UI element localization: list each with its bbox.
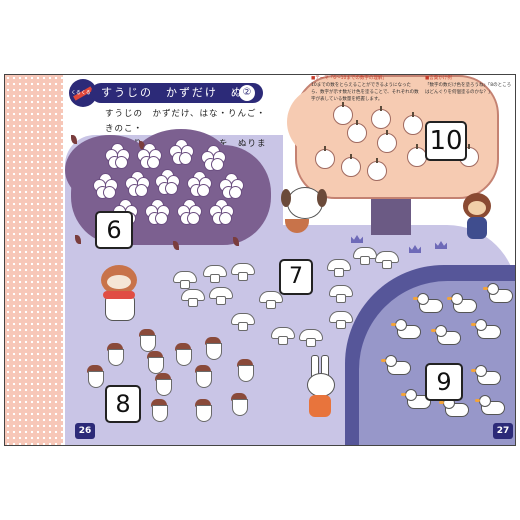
- acorn[interactable]: [175, 343, 192, 366]
- crown-decoration: [351, 235, 363, 243]
- mushroom[interactable]: [231, 263, 255, 281]
- monkey-character: [457, 193, 497, 243]
- falling-leaf: [233, 237, 239, 246]
- duck[interactable]: [413, 293, 443, 313]
- mushroom[interactable]: [329, 285, 353, 303]
- rabbit-character: [303, 355, 337, 421]
- flower[interactable]: [209, 199, 234, 225]
- duck[interactable]: [381, 355, 411, 375]
- page-number-right: 27: [493, 423, 513, 439]
- apple[interactable]: [347, 120, 367, 143]
- mushroom[interactable]: [375, 251, 399, 269]
- number-box-ducks: 9: [425, 363, 463, 401]
- number-box-apples: 10: [425, 121, 467, 161]
- teacher-note-advice: ■言葉かけ例 「数字の数だけ色を塗ろうね」「8のところはどんぐりを何個塗るのかな…: [425, 75, 513, 96]
- flower[interactable]: [177, 199, 202, 225]
- number-box-mushrooms: 7: [279, 259, 313, 295]
- duck[interactable]: [471, 319, 501, 339]
- teacher-note-theme: ■テーマ「6〜10までの数字の理解」 10までの数をとらえることができるようにな…: [311, 75, 419, 103]
- note-advice-heading: ■言葉かけ例: [425, 76, 452, 81]
- falling-leaf: [139, 141, 145, 150]
- flower[interactable]: [137, 143, 162, 169]
- kurukuru-badge: くるくる: [69, 79, 97, 107]
- crown-decoration: [435, 241, 447, 249]
- flower[interactable]: [93, 173, 118, 199]
- mushroom[interactable]: [259, 291, 283, 309]
- mushroom[interactable]: [203, 265, 227, 283]
- mushroom[interactable]: [353, 247, 377, 265]
- raccoon-character: [97, 265, 141, 323]
- mushroom[interactable]: [173, 271, 197, 289]
- duck[interactable]: [447, 293, 477, 313]
- acorn[interactable]: [195, 399, 212, 422]
- mushroom[interactable]: [231, 313, 255, 331]
- flower[interactable]: [187, 171, 212, 197]
- apple[interactable]: [371, 106, 391, 129]
- dog-character: [281, 187, 327, 239]
- number-box-flowers: 6: [95, 211, 133, 249]
- number-box-acorns: 8: [105, 385, 141, 423]
- crown-decoration: [409, 245, 421, 253]
- duck[interactable]: [471, 365, 501, 385]
- mushroom[interactable]: [327, 259, 351, 277]
- badge-label: くるくる: [71, 90, 91, 96]
- mushroom[interactable]: [329, 311, 353, 329]
- flower[interactable]: [169, 139, 194, 165]
- mushroom[interactable]: [271, 327, 295, 345]
- left-edge-stripe: [5, 75, 63, 445]
- apple[interactable]: [407, 144, 427, 167]
- flower[interactable]: [105, 143, 130, 169]
- apple[interactable]: [403, 112, 423, 135]
- flower[interactable]: [219, 173, 244, 199]
- acorn[interactable]: [147, 351, 164, 374]
- falling-leaf: [71, 135, 77, 144]
- apple[interactable]: [377, 130, 397, 153]
- apple[interactable]: [341, 154, 361, 177]
- apple[interactable]: [315, 146, 335, 169]
- acorn[interactable]: [195, 365, 212, 388]
- mushroom[interactable]: [181, 289, 205, 307]
- falling-leaf: [75, 235, 81, 244]
- page-title: すうじの かずだけ ぬろう: [101, 86, 257, 119]
- instruction-line-1: すうじの かずだけ、はな・りんご・きのこ・: [105, 109, 266, 134]
- flower[interactable]: [201, 145, 226, 171]
- acorn[interactable]: [87, 365, 104, 388]
- acorn[interactable]: [151, 399, 168, 422]
- flower[interactable]: [145, 199, 170, 225]
- apple[interactable]: [367, 158, 387, 181]
- page-title-bar: すうじの かずだけ ぬろう ②: [91, 83, 263, 119]
- note-advice-body: 「数字の数だけ色を塗ろうね」「8のところはどんぐりを何個塗るのかな？」: [425, 83, 512, 95]
- duck[interactable]: [475, 395, 505, 415]
- mushroom[interactable]: [209, 287, 233, 305]
- acorn[interactable]: [155, 373, 172, 396]
- duck[interactable]: [483, 283, 513, 303]
- acorn[interactable]: [231, 393, 248, 416]
- duck[interactable]: [391, 319, 421, 339]
- acorn[interactable]: [107, 343, 124, 366]
- acorn[interactable]: [139, 329, 156, 352]
- apple[interactable]: [333, 102, 353, 125]
- note-theme-body: 10までの数をとらえることができるようになったら、数字が示す数だけ色を塗ることで…: [311, 83, 419, 102]
- duck[interactable]: [439, 397, 469, 417]
- duck[interactable]: [431, 325, 461, 345]
- acorn[interactable]: [237, 359, 254, 382]
- title-number: ②: [239, 85, 255, 101]
- page-number-left: 26: [75, 423, 95, 439]
- note-theme-heading: ■テーマ「6〜10までの数字の理解」: [311, 76, 387, 81]
- flower[interactable]: [155, 169, 180, 195]
- mushroom[interactable]: [299, 329, 323, 347]
- workbook-spread: 10 ■テーマ「6〜10までの数字の理解」 10までの数をとらえることができるよ…: [4, 74, 516, 446]
- acorn[interactable]: [205, 337, 222, 360]
- flower[interactable]: [125, 171, 150, 197]
- falling-leaf: [173, 241, 179, 250]
